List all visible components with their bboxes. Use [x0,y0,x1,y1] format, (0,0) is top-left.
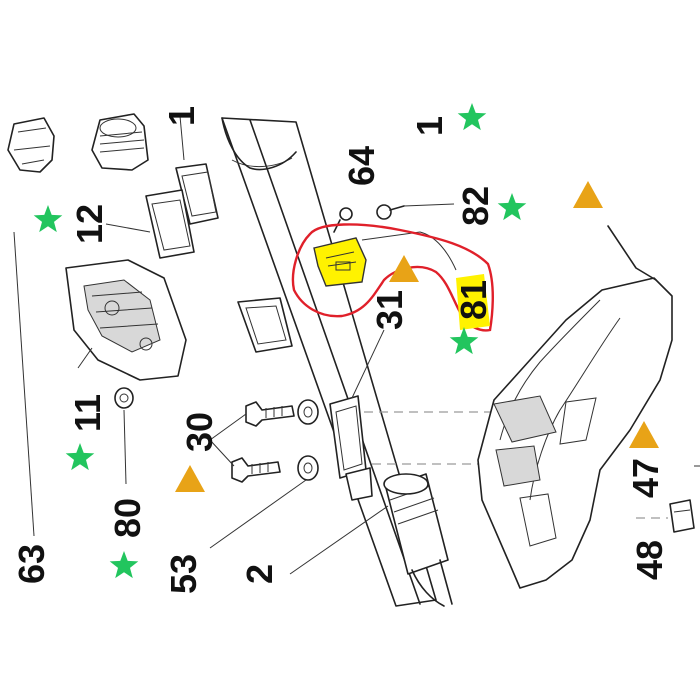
washer-30-lower [297,455,319,481]
leader-82 [403,203,455,207]
screw-30-upper [245,401,295,427]
part-labels: 1 1 64 82 12 31 11 30 80 47 63 53 2 48 8… [11,106,670,594]
label-63: 63 [11,544,52,584]
leader-11 [77,347,93,369]
housing-part-11 [65,259,187,381]
label-30: 30 [179,412,220,452]
top-left-coil-part [91,113,149,171]
shaft-sleeve [383,473,453,607]
leader-53 [209,479,307,549]
star-icon [109,551,139,579]
leader-12 [105,223,151,233]
label-53: 53 [163,554,204,594]
label-64: 64 [341,146,382,186]
part-81-highlighted [313,237,367,287]
handle-cover [477,277,673,589]
label-1-right: 1 [161,106,202,126]
label-81: 81 [453,280,494,320]
leader-1-handle [607,225,657,281]
nut-part-80 [114,387,134,409]
star-icon [33,205,63,233]
label-2: 2 [239,564,280,584]
screw-82-b [376,204,405,220]
star-icon [65,443,95,471]
leader-81 [361,231,457,271]
label-47: 47 [625,458,666,498]
label-11: 11 [67,394,108,432]
clip-part-31 [329,395,373,501]
star-icon [449,327,479,355]
leader-31 [351,329,385,399]
small-clip-48 [669,499,695,533]
leader-80 [123,409,127,485]
label-12: 12 [69,204,110,244]
small-bracket [237,297,293,353]
red-highlight-circle [291,223,494,332]
triangle-icon [573,181,603,208]
leader-63 [13,231,35,537]
clip-part-12-lower [145,189,195,259]
screw-30-lower [231,457,281,483]
top-left-bracket [7,117,55,173]
leader-1 [179,115,185,161]
leader-2 [289,505,389,575]
triangle-icon [629,421,659,448]
star-icon [497,193,527,221]
label-48: 48 [629,540,670,580]
label-82: 82 [455,186,496,226]
label-1-top: 1 [409,116,450,136]
triangle-icon [175,465,205,492]
star-icon [457,103,487,131]
triangle-icon [389,255,419,282]
label-81-highlight [456,274,490,330]
label-80: 80 [107,498,148,538]
washer-30-upper [297,399,319,425]
label-31: 31 [369,290,410,330]
screw-82-a [333,207,353,233]
marker-layer [33,103,659,579]
leader-30 [209,413,247,467]
